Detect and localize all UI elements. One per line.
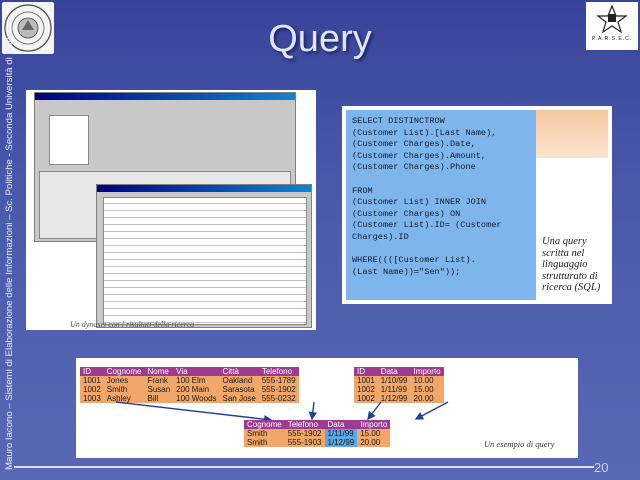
table-cell: 555-1789: [258, 376, 299, 385]
sql-line: (Customer Charges).Phone: [352, 162, 476, 173]
table-cell: Sarasota: [219, 385, 259, 394]
customer-list-table: ID Cognome Nome Via Città Telefono 1001 …: [80, 367, 299, 403]
sql-line: (Customer Charges).Amount,: [352, 150, 487, 161]
university-seal-logo: [2, 2, 54, 54]
table-cell: 200 Main: [173, 385, 220, 394]
slide-title: Query: [268, 18, 372, 60]
customer-charges-table: ID Data Importo 1001 1/10/99 10.00 1002 …: [354, 367, 444, 403]
dynaset-window: [96, 184, 312, 328]
footer-divider: [14, 466, 594, 468]
sql-line: (Customer List).[Last Name),: [352, 127, 497, 138]
column-header: Via: [173, 367, 220, 376]
sql-decorative-stripe: [536, 110, 608, 158]
table-row: Smith 555-1903 1/12/99 20.00: [244, 438, 391, 447]
page-number: 20: [594, 460, 609, 475]
sql-line: Charges).ID: [352, 231, 409, 242]
arrow-data: [367, 401, 382, 421]
table-cell: 1/12/99: [377, 394, 411, 403]
table-cell: Jones: [103, 376, 145, 385]
table-cell: Smith: [244, 438, 285, 447]
table-cell: 1001: [354, 376, 378, 385]
column-header: Telefono: [284, 420, 325, 429]
table-cell: 555-1902: [258, 385, 299, 394]
table-row: 1003 Ashley Bill 100 Woods San Jose 555-…: [80, 394, 299, 403]
table-cell: 15.00: [357, 429, 391, 438]
sql-line: (Customer List) INNER JOIN: [352, 197, 487, 208]
table-cell: Susan: [144, 385, 174, 394]
sql-line: FROM: [352, 185, 373, 196]
table-cell: 20.00: [357, 438, 391, 447]
table-cell: 1/11/99: [324, 429, 358, 438]
table-cell: 1/12/99: [324, 438, 358, 447]
table-cell: Ashley: [103, 394, 145, 403]
column-header: Nome: [144, 367, 174, 376]
column-header: Cognome: [244, 420, 285, 429]
table-row: 1001 Jones Frank 100 Elm Oakland 555-178…: [80, 376, 299, 385]
sql-line: WHERE((([Customer List).: [352, 255, 476, 266]
table-cell: Smith: [244, 429, 285, 438]
table-row: 1001 1/10/99 10.00: [354, 376, 444, 385]
table-cell: 1002: [354, 394, 378, 403]
column-header: Importo: [357, 420, 391, 429]
table-cell: 1002: [354, 385, 378, 394]
column-header: ID: [354, 367, 378, 376]
join-arrows: [115, 401, 449, 424]
query-result-table: Cognome Telefono Data Importo Smith 555-…: [244, 420, 391, 447]
table-cell: San Jose: [219, 394, 259, 403]
parsec-logo-label: P.A.R.S.E.C.: [591, 36, 633, 42]
table-cell: 10.00: [410, 376, 444, 385]
table-cell: Oakland: [219, 376, 259, 385]
table-cell: 100 Elm: [173, 376, 220, 385]
dynaset-titlebar: [97, 185, 311, 192]
table-cell: 555-1902: [284, 429, 325, 438]
sql-line: ​: [352, 174, 530, 186]
table-row: 1002 1/11/99 15.00: [354, 385, 444, 394]
table-row: 1002 Smith Susan 200 Main Sarasota 555-1…: [80, 385, 299, 394]
table-cell: 100 Woods: [173, 394, 220, 403]
sql-line: (Customer List).ID= (Customer: [352, 220, 502, 231]
table-cell: 15.00: [410, 385, 444, 394]
field-list-box: [49, 115, 89, 165]
column-header: ID: [80, 367, 104, 376]
table-cell: 1003: [80, 394, 104, 403]
column-header: Data: [377, 367, 411, 376]
column-header: Telefono: [258, 367, 299, 376]
table-header-row: Cognome Telefono Data Importo: [244, 420, 391, 429]
table-cell: 20.00: [410, 394, 444, 403]
sql-code: SELECT DISTINCTROW(Customer List).[Last …: [346, 110, 536, 300]
side-author-text: Mauro Iacono – Sistemi di Elaborazione d…: [4, 27, 15, 470]
table-cell: 1002: [80, 385, 104, 394]
dynaset-grid: [103, 197, 307, 325]
arrow-importo: [414, 401, 449, 420]
sql-line: SELECT DISTINCTROW: [352, 116, 445, 126]
screenshot-caption: Un dynaset con i risultati della ricerca: [70, 320, 195, 329]
table-header-row: ID Cognome Nome Via Città Telefono: [80, 367, 299, 376]
table-row: 1002 1/12/99 20.00: [354, 394, 444, 403]
table-cell: Smith: [103, 385, 145, 394]
table-row: Smith 555-1902 1/11/99 15.00: [244, 429, 391, 438]
column-header: Cognome: [103, 367, 145, 376]
example-caption: Un esempio di query: [484, 439, 555, 449]
column-header: Città: [219, 367, 259, 376]
table-cell: 1/11/99: [377, 385, 411, 394]
arrow-telefono: [308, 401, 317, 421]
sql-line: (Customer Charges) ON: [352, 208, 461, 219]
table-cell: 555-0232: [258, 394, 299, 403]
table-cell: 1001: [80, 376, 104, 385]
query-design-titlebar: [35, 93, 295, 100]
access-screenshot-panel: [26, 90, 316, 330]
sql-description: Una query scritta nel linguaggio struttu…: [542, 236, 601, 293]
table-cell: Bill: [144, 394, 174, 403]
sql-line: ​: [352, 244, 530, 256]
sql-line: (Last Name))="Sen"));: [352, 266, 461, 277]
parsec-logo: [586, 2, 638, 50]
column-header: Data: [324, 420, 358, 429]
table-cell: 555-1903: [284, 438, 325, 447]
arrow-cognome: [115, 401, 273, 424]
column-header: Importo: [410, 367, 444, 376]
table-header-row: ID Data Importo: [354, 367, 444, 376]
table-cell: Frank: [144, 376, 174, 385]
sql-line: (Customer Charges).Date,: [352, 139, 476, 150]
table-cell: 1/10/99: [377, 376, 411, 385]
